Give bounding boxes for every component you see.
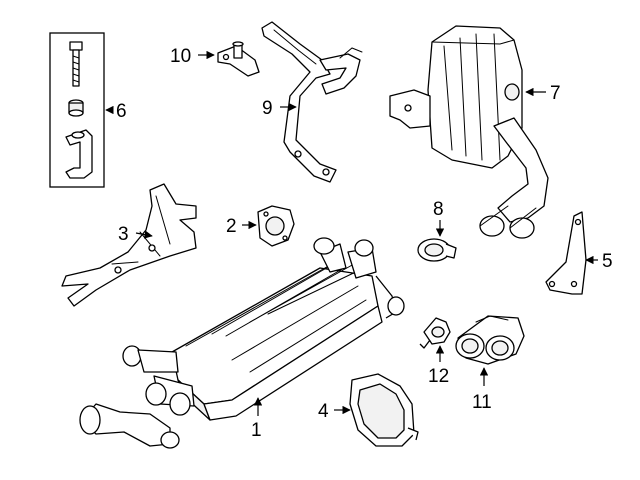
hardware-kit-box (49, 32, 105, 188)
small-clamp (419, 317, 451, 349)
callout-1: 1 (251, 420, 262, 441)
callout-5: 5 (602, 251, 613, 272)
bolt-icon (69, 41, 83, 87)
callout-11: 11 (472, 392, 492, 413)
support-bracket (545, 211, 587, 295)
dual-exhaust-tip (455, 315, 525, 365)
rear-muffler (389, 25, 549, 239)
sensor-bracket (217, 41, 260, 77)
exhaust-tip-frame (349, 373, 419, 447)
exhaust-hanger-bracket (261, 21, 363, 183)
heat-shield-bracket (61, 183, 197, 307)
callout-12: 12 (428, 366, 449, 387)
callout-7: 7 (550, 83, 561, 104)
callout-10: 10 (170, 46, 191, 67)
callout-6: 6 (116, 101, 127, 122)
pipe-clamp (417, 238, 457, 262)
callout-8: 8 (433, 199, 444, 220)
mounting-bracket-icon (65, 129, 93, 179)
grommet-icon (68, 99, 84, 117)
flange-gasket (257, 205, 295, 247)
callout-4: 4 (318, 401, 329, 422)
callout-3: 3 (118, 224, 129, 245)
callout-2: 2 (226, 216, 237, 237)
main-muffler (79, 237, 405, 449)
callout-9: 9 (262, 98, 273, 119)
